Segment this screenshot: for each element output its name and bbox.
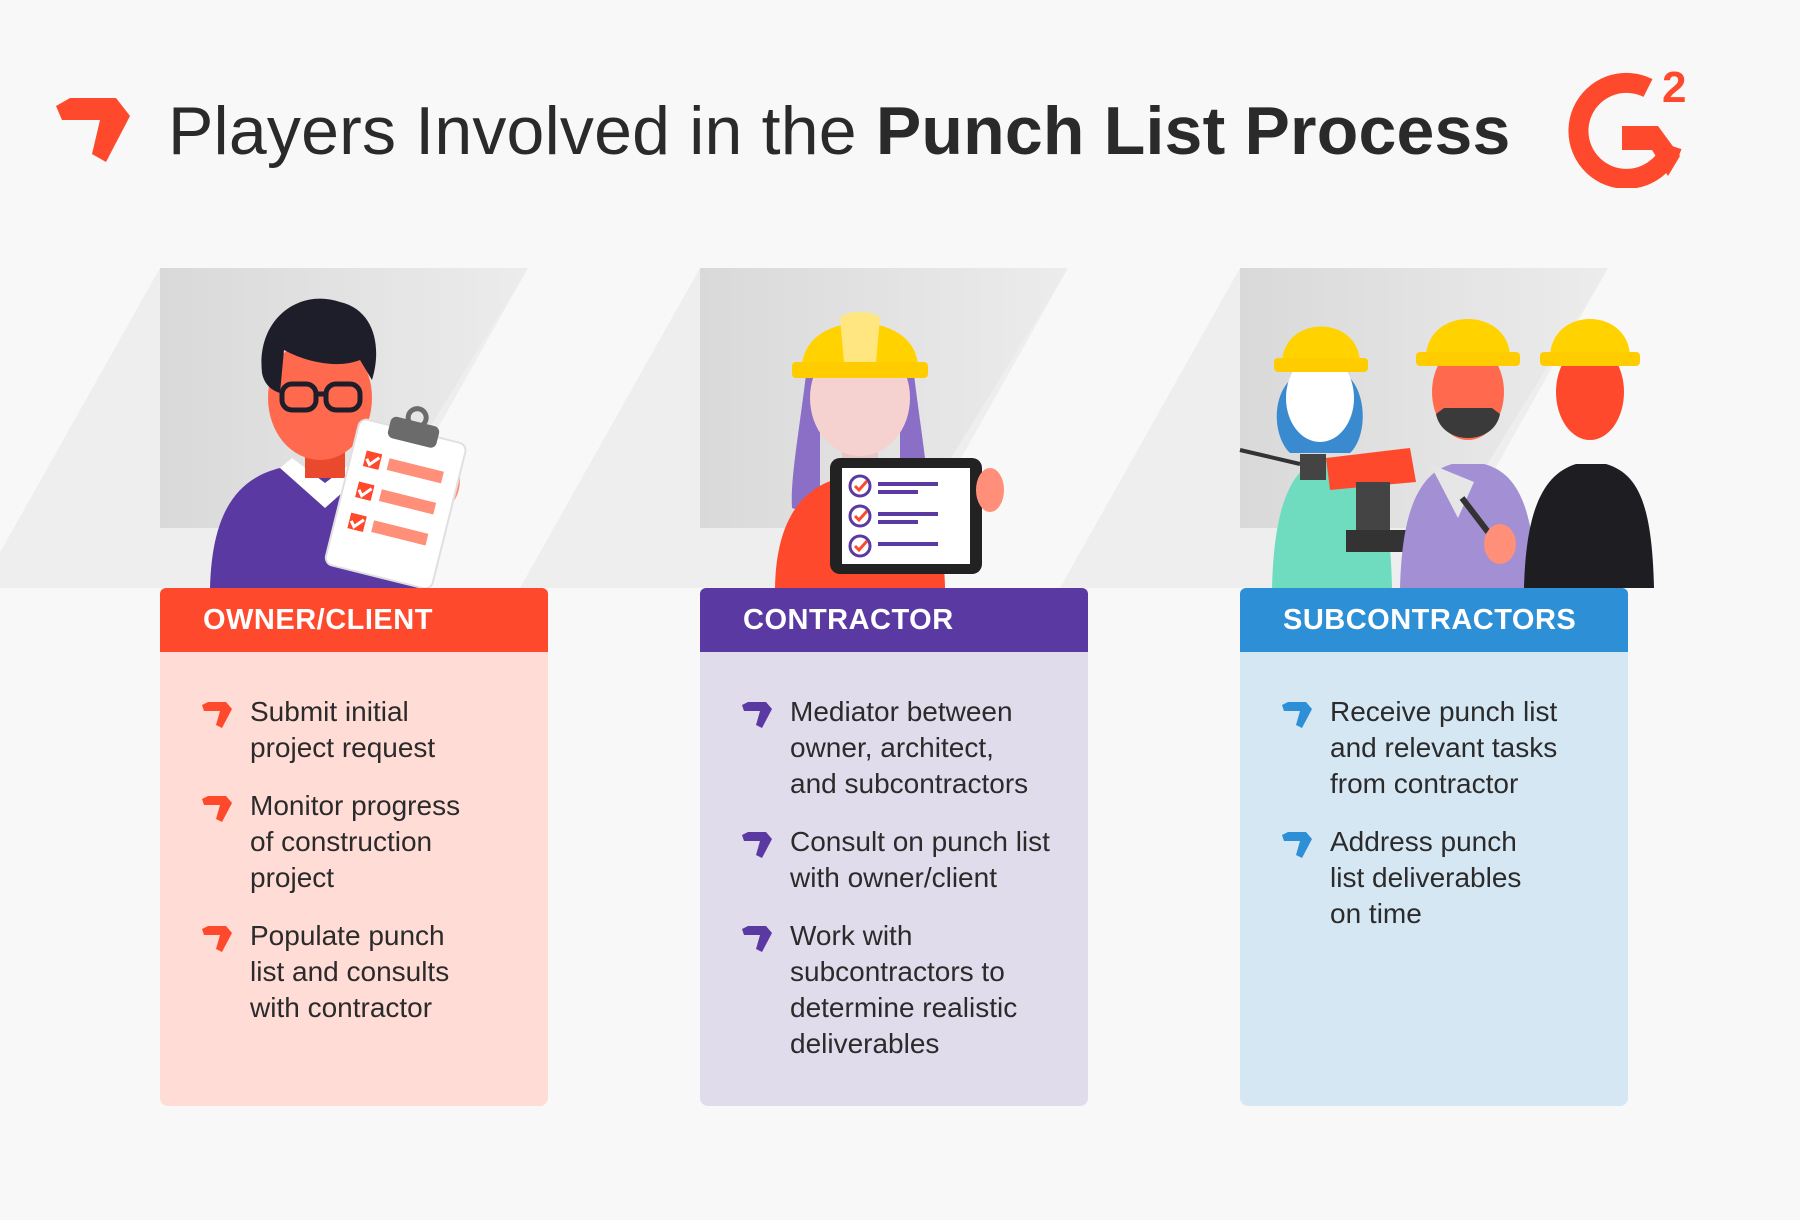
trowel-icon xyxy=(1430,464,1516,564)
list-item-text: Monitor progress of construction project xyxy=(250,790,461,893)
list-item-text: Mediator between owner, architect, and s… xyxy=(790,696,1029,799)
list-item: Monitor progress of construction project xyxy=(202,788,518,896)
clipboard-icon xyxy=(324,406,467,590)
owner-client-illustration xyxy=(0,268,528,590)
list-item-text: Consult on punch list with owner/client xyxy=(790,826,1050,893)
card-subcontractors: SUBCONTRACTORS Receive punch list and re… xyxy=(1060,268,1654,1106)
logo-superscript: 2 xyxy=(1662,63,1686,112)
card-body-subcontractors: Receive punch list and relevant tasks fr… xyxy=(1240,652,1628,1106)
g2-chevron-icon xyxy=(56,98,130,162)
red-chevron-bullet-icon xyxy=(202,796,232,822)
purple-chevron-bullet-icon xyxy=(742,926,772,952)
purple-chevron-bullet-icon xyxy=(742,702,772,728)
list-item-text: Work with subcontractors to determine re… xyxy=(790,920,1018,1059)
glasses-icon xyxy=(279,381,363,413)
title-light: Players Involved in the xyxy=(168,93,876,169)
list-item-text: Address punch list deliverables on time xyxy=(1330,826,1522,929)
hard-hat-icon xyxy=(1540,319,1640,366)
card-contractor: CONTRACTOR Mediator between owner, archi… xyxy=(520,268,1088,1106)
red-chevron-bullet-icon xyxy=(202,926,232,952)
tablet-icon xyxy=(830,458,982,574)
card-title-contractor: CONTRACTOR xyxy=(700,588,1088,652)
subcontractors-illustration xyxy=(1060,268,1654,588)
hard-hat-icon xyxy=(1274,326,1368,372)
list-item: Mediator between owner, architect, and s… xyxy=(742,694,1058,802)
hard-hat-icon xyxy=(792,312,928,378)
drill-icon xyxy=(1239,448,1416,552)
header: Players Involved in the Punch List Proce… xyxy=(0,0,1800,200)
page-title: Players Involved in the Punch List Proce… xyxy=(168,86,1511,176)
card-body-owner-client: Submit initial project request Monitor p… xyxy=(160,652,548,1106)
list-item: Consult on punch list with owner/client xyxy=(742,824,1058,896)
list-item: Work with subcontractors to determine re… xyxy=(742,918,1058,1062)
title-bold: Punch List Process xyxy=(875,93,1511,169)
card-body-contractor: Mediator between owner, architect, and s… xyxy=(700,652,1088,1106)
g2-logo: 2 xyxy=(1560,58,1690,193)
list-item-text: Populate punch list and consults with co… xyxy=(250,920,450,1023)
card-title-owner-client: OWNER/CLIENT xyxy=(160,588,548,652)
hard-hat-icon xyxy=(1416,319,1520,366)
list-item: Address punch list deliverables on time xyxy=(1282,824,1598,932)
card-owner-client: OWNER/CLIENT Submit initial project requ… xyxy=(0,268,548,1106)
list-item-text: Submit initial project request xyxy=(250,696,436,763)
card-title-subcontractors: SUBCONTRACTORS xyxy=(1240,588,1628,652)
list-item: Populate punch list and consults with co… xyxy=(202,918,518,1026)
purple-chevron-bullet-icon xyxy=(742,832,772,858)
list-item-text: Receive punch list and relevant tasks fr… xyxy=(1330,696,1558,799)
blue-chevron-bullet-icon xyxy=(1282,832,1312,858)
list-item: Receive punch list and relevant tasks fr… xyxy=(1282,694,1598,802)
list-item: Submit initial project request xyxy=(202,694,518,766)
red-chevron-bullet-icon xyxy=(202,702,232,728)
contractor-illustration xyxy=(520,268,1068,588)
blue-chevron-bullet-icon xyxy=(1282,702,1312,728)
